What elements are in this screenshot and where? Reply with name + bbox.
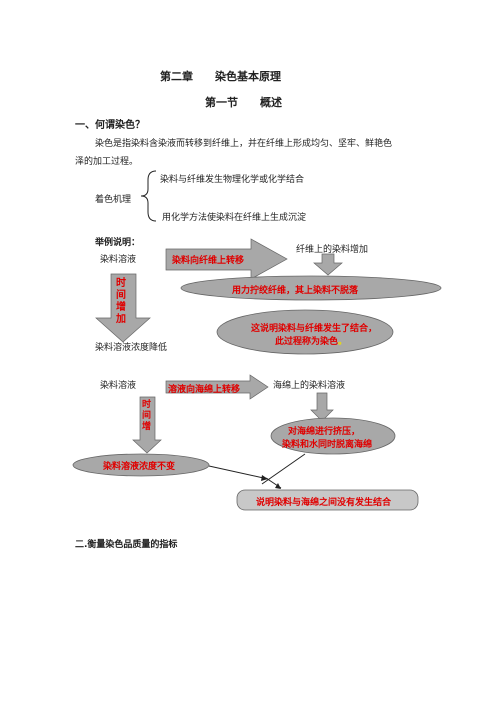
transfer-text-2: 溶液向海绵上转移 (168, 385, 241, 395)
dye-solution-2: 染料溶液 (100, 381, 137, 391)
squeeze-line-2: 染料和水同时脱离海绵 (282, 440, 373, 450)
chapter-title: 第二章 染色基本原理 (160, 70, 281, 83)
mechanism-item-1: 染料与纤维发生物理化学或化学结合 (160, 175, 305, 185)
q2-heading: 二.衡量染色品质量的指标 (75, 540, 178, 550)
conclusion-dot: 。 (338, 337, 348, 347)
wring-text: 用力拧绞纤维，其上染料不脱落 (232, 286, 359, 296)
time-down-arrow-2 (132, 396, 162, 454)
conclusion-line-2: 此过程称为染色 (275, 337, 339, 347)
fiber-down-arrow (313, 253, 343, 276)
mechanism-label: 着色机理 (95, 195, 132, 205)
constant-text: 染料溶液浓度不变 (103, 462, 176, 472)
concentration-drop-text: 染料溶液浓度降低 (95, 343, 168, 353)
sponge-solution-text: 海绵上的染料溶液 (273, 381, 346, 391)
time-label-2: 时间增 (142, 400, 152, 432)
connector-arrowhead-1 (261, 475, 268, 481)
squeeze-line-1: 对海绵进行挤压， (288, 427, 361, 437)
time-down-arrow-1 (95, 273, 151, 343)
fiber-increase-text: 纤维上的染料增加 (296, 245, 369, 255)
conclusion-box-2 (236, 489, 419, 511)
conclusion-line-1: 这说明染料与纤维发生了结合， (251, 324, 378, 334)
conclusion-line-2-wrap: 此过程称为染色。 (275, 334, 347, 347)
definition-line-1: 染色是指染料含染液而转移到纤维上，并在纤维上形成均匀、坚牢、鲜艳色 (95, 139, 393, 149)
mechanism-brace (140, 170, 157, 222)
time-label-1: 时间增加 (116, 278, 126, 325)
q1-heading: 一、何谓染色？ (75, 120, 145, 131)
constant-ellipse (72, 453, 210, 477)
transfer-arrow-2 (165, 374, 269, 400)
conclusion-ellipse-1 (216, 309, 394, 355)
section-title: 第一节 概述 (205, 96, 282, 109)
example-label: 举例说明： (95, 238, 141, 248)
connector-arrowhead-2 (275, 483, 281, 489)
dye-solution-1: 染料溶液 (100, 255, 137, 265)
transfer-arrow-1 (165, 238, 288, 280)
sponge-down-arrow (310, 392, 334, 422)
squeeze-ellipse (270, 417, 396, 455)
wring-ellipse (180, 275, 442, 301)
conclusion-text-2: 说明染料与海绵之间没有发生结合 (256, 498, 392, 508)
definition-line-2: 泽的加工过程。 (75, 157, 139, 167)
transfer-text-1: 染料向纤维上转移 (172, 256, 245, 266)
mechanism-item-2: 用化学方法使染料在纤维上生成沉淀 (162, 213, 307, 223)
